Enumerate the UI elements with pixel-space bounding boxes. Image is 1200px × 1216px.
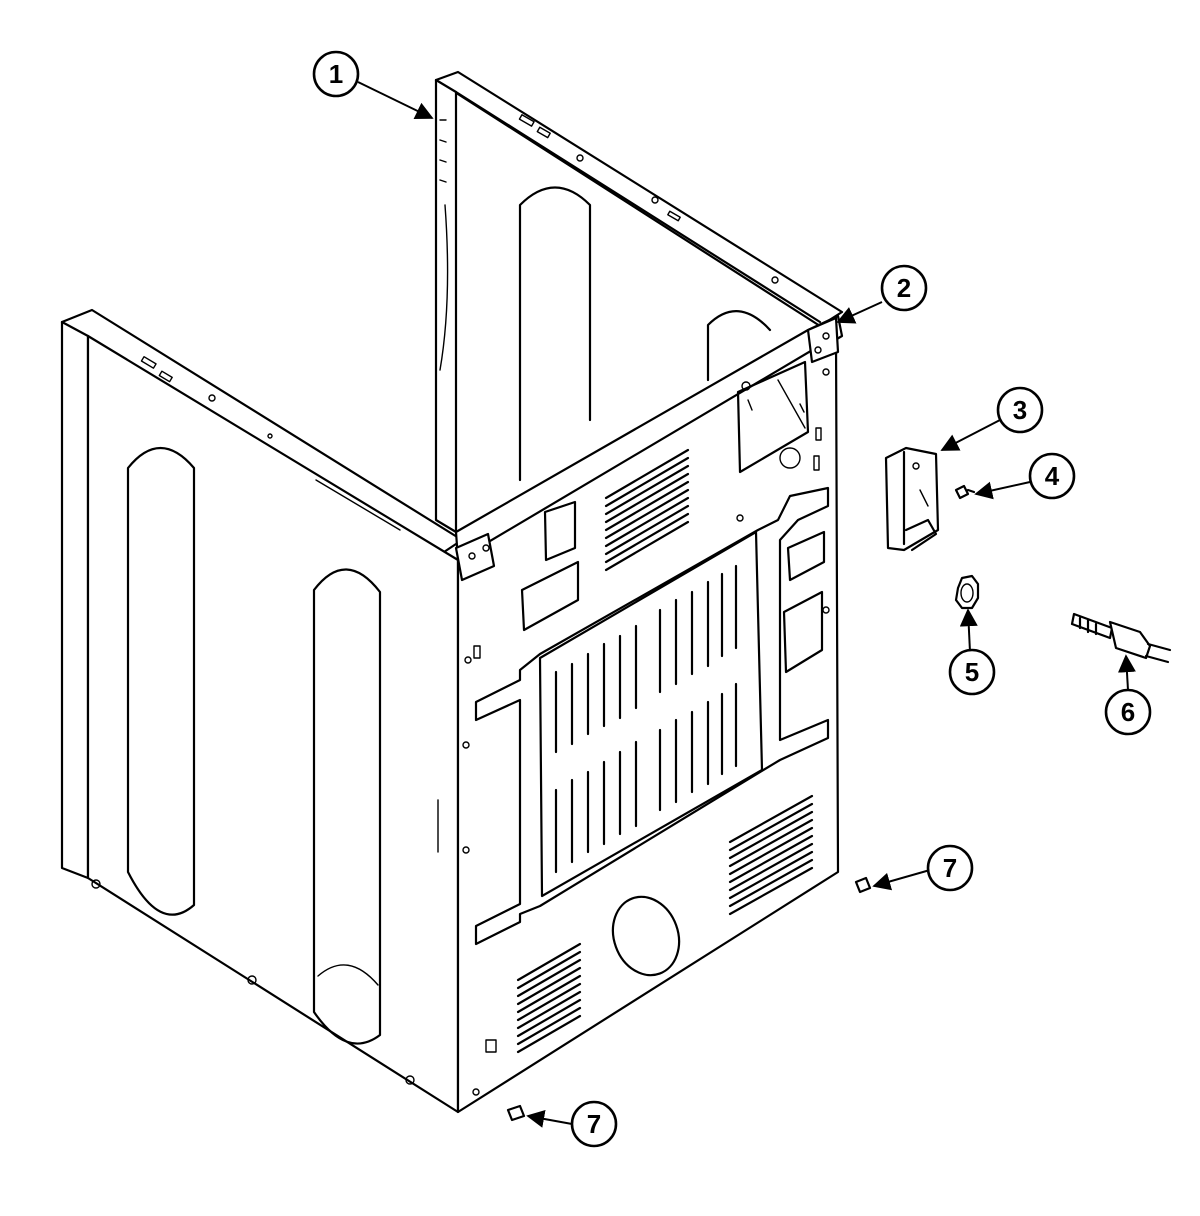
louvers-lower-left bbox=[516, 942, 582, 1054]
corner-bracket-top-left bbox=[454, 532, 496, 582]
left-side-panel bbox=[60, 308, 464, 1114]
callout-label: 7 bbox=[587, 1109, 601, 1139]
rear-side-panel bbox=[434, 70, 844, 534]
callout-6: 6 bbox=[1104, 688, 1152, 736]
callout-label: 5 bbox=[965, 657, 979, 687]
callout-label: 7 bbox=[943, 853, 957, 883]
callout-label: 6 bbox=[1121, 697, 1135, 727]
back-screw-bottom bbox=[506, 1104, 526, 1122]
cabinet bbox=[60, 70, 844, 1114]
back-screw-right bbox=[854, 876, 872, 894]
power-cord bbox=[1070, 612, 1172, 664]
corner-bracket-top-right bbox=[806, 316, 840, 364]
callout-2: 2 bbox=[880, 264, 928, 312]
callout-label: 4 bbox=[1045, 461, 1060, 491]
callout-3: 3 bbox=[996, 386, 1044, 434]
back-panel bbox=[454, 314, 844, 1114]
vertical-slots bbox=[554, 564, 738, 874]
callout-label: 1 bbox=[329, 59, 343, 89]
leader-lines bbox=[357, 81, 1136, 1128]
louvers-lower-right bbox=[728, 794, 814, 916]
screw bbox=[954, 484, 976, 500]
callout-5: 5 bbox=[948, 648, 996, 696]
cord-bracket bbox=[884, 446, 940, 552]
callout-7a: 7 bbox=[926, 844, 974, 892]
callout-4: 4 bbox=[1028, 452, 1076, 500]
callout-7b: 7 bbox=[570, 1100, 618, 1148]
callout-label: 2 bbox=[897, 273, 911, 303]
callout-label: 3 bbox=[1013, 395, 1027, 425]
callout-1: 1 bbox=[312, 50, 360, 98]
strain-relief bbox=[954, 574, 980, 610]
louvers-upper bbox=[604, 448, 690, 572]
exhaust-opening bbox=[611, 895, 681, 977]
